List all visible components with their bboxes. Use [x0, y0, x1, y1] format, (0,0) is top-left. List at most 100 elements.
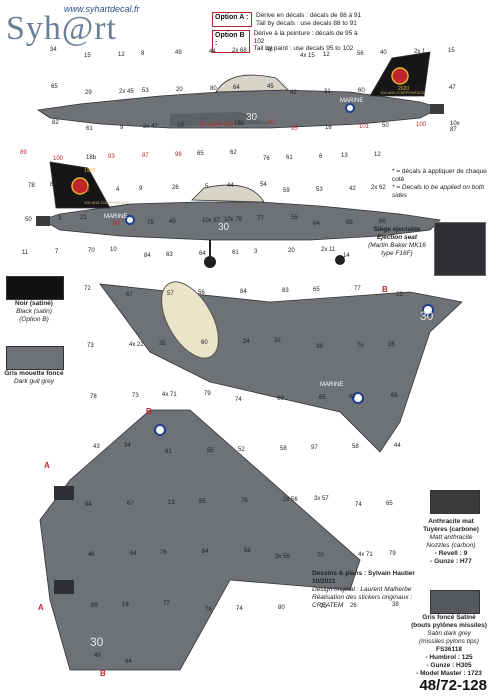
callout-number: 18b: [86, 155, 97, 161]
callout-number: 70: [88, 248, 95, 254]
callout-number: 48: [266, 47, 273, 53]
callout-number: 83: [282, 288, 289, 294]
callout-number: 77: [354, 286, 361, 292]
callout-number: 2x 62: [371, 185, 386, 191]
callout-number: 85: [199, 499, 206, 505]
swatch-black-fr: Noir (satiné): [15, 300, 53, 307]
option-b: Option B : Dérive à la peinture : décals…: [212, 30, 362, 53]
callout-number: 44: [209, 49, 216, 55]
ejection-seat-caption: Siège éjectable Ejection seat (Martin Ba…: [362, 226, 432, 258]
callout-number: 45: [169, 219, 176, 225]
callout-number: 57: [167, 291, 174, 297]
credits-line3: Réalisation des stickers originaux : CRE…: [312, 594, 413, 609]
callout-number: 76: [205, 607, 212, 613]
callout-number: 61: [86, 126, 93, 132]
swatch-black-caption: Noir (satiné) Black (satin) (Option B): [0, 300, 68, 324]
callout-number: 98: [175, 152, 182, 158]
callout-number: 82: [52, 120, 59, 126]
anthracite-ref-gunze: - Gunze : H77: [430, 558, 472, 565]
ejection-seat-title-en: Ejection seat: [376, 234, 418, 241]
roundel-icon: [352, 392, 364, 404]
option-a: Option A : Dérive en décals : décals de …: [212, 12, 362, 27]
swatch-black: [6, 276, 64, 300]
satin-grey-model-master: - Model Master : 1723: [416, 670, 482, 677]
callout-number: 47: [449, 85, 456, 91]
callout-number: 77: [163, 601, 170, 607]
callout-number: 42: [349, 186, 356, 192]
callout-number: 67: [126, 292, 133, 298]
callout-number: 38: [316, 344, 323, 350]
callout-number: 75: [147, 220, 154, 226]
callout-number: 4x 15: [300, 53, 315, 59]
anthracite-en: Matt anthracite: [429, 534, 473, 541]
callout-number: 87: [142, 153, 149, 159]
callout-number: 70: [317, 553, 324, 559]
callout-number: 100: [416, 122, 427, 128]
tail-text-2020: 2020: [398, 86, 409, 92]
canopy-top-shape: [161, 281, 219, 359]
callout-number: 7: [55, 249, 59, 255]
callout-number: 77: [257, 216, 264, 222]
callout-number: 15: [448, 48, 455, 54]
satin-grey-fs: FS36118: [435, 646, 463, 653]
callout-number: 50: [25, 217, 32, 223]
callout-number: 84: [202, 549, 209, 555]
nozzle-shape: [430, 104, 444, 114]
callout-number: 24: [243, 339, 250, 345]
tail-text-centenary: 100 ANS D'APPONTAGE: [380, 90, 425, 95]
note-en: * = Decals to be applied on both sides: [392, 184, 485, 199]
callout-number: 79: [389, 551, 396, 557]
callout-number: 97: [311, 445, 318, 451]
callout-number: 2x 45: [119, 89, 134, 95]
callout-number: 73: [132, 393, 139, 399]
callout-number: 44: [394, 443, 401, 449]
callout-number: 73: [87, 343, 94, 349]
callout-number: 18: [122, 602, 129, 608]
side-number-label: 30: [218, 222, 230, 233]
swatch-satin-grey-caption: Gris foncé Satiné (bouts pylônes missile…: [404, 614, 494, 678]
callout-number: 10x 79: [224, 217, 243, 223]
callout-number: 34: [124, 443, 131, 449]
credits-line1: Dessins & plans : Sylvain Hautier 10/202…: [312, 570, 415, 585]
swatch-dark-gull-grey: [6, 346, 64, 370]
roundel-icon: [154, 424, 166, 436]
side-profile-option-b: 1920 100 ANS D'APPONTAGE MARINE 30: [36, 161, 441, 268]
ejection-seat-subtitle: (Martin Baker MK16 type F16F): [368, 242, 426, 257]
callout-number: 10x 87: [202, 218, 221, 224]
callout-number: 40: [380, 50, 387, 56]
callout-number: 65: [51, 84, 58, 90]
side-profile-option-a: MARINE 30 2020 100 ANS D'APPONTAGE: [36, 51, 444, 129]
callout-number: 100: [53, 156, 64, 162]
callout-number: 84: [144, 253, 151, 259]
callout-number: 3x 57: [314, 496, 329, 502]
callout-number: 65: [197, 151, 204, 157]
callout-number: 10x 87: [450, 121, 460, 133]
callout-number: 64: [313, 221, 320, 227]
callout-number: 76: [263, 156, 270, 162]
canopy-shape: [191, 184, 265, 203]
callout-number: 26: [172, 185, 179, 191]
callout-number: 6: [319, 154, 323, 160]
callout-number: 60: [201, 340, 208, 346]
canopy-shape: [215, 74, 289, 93]
callout-number: 99: [83, 188, 90, 194]
anthracite-fr2: Tuyères (carbone): [423, 526, 479, 533]
callout-number: 59: [283, 188, 290, 194]
callout-number: 12: [374, 152, 381, 158]
callout-number: 23: [396, 292, 403, 298]
satin-grey-humbrol: - Humbrol : 125: [425, 654, 473, 661]
callout-number: 76: [241, 498, 248, 504]
swatch-satin-dark-grey: [430, 590, 480, 614]
option-a-line-en: Tail by decals : use decals 88 to 91: [256, 19, 357, 27]
callout-number: 99: [113, 221, 120, 227]
underside-shape: [39, 409, 361, 671]
callout-number: 58: [280, 446, 287, 452]
section-a-label: A: [38, 603, 44, 612]
option-a-key: Option A :: [212, 12, 252, 27]
callout-number: 72: [84, 286, 91, 292]
swatch-grey-en: Dark gull grey: [13, 378, 55, 385]
section-a-label: A: [44, 461, 50, 470]
callout-number: 3: [254, 249, 258, 255]
